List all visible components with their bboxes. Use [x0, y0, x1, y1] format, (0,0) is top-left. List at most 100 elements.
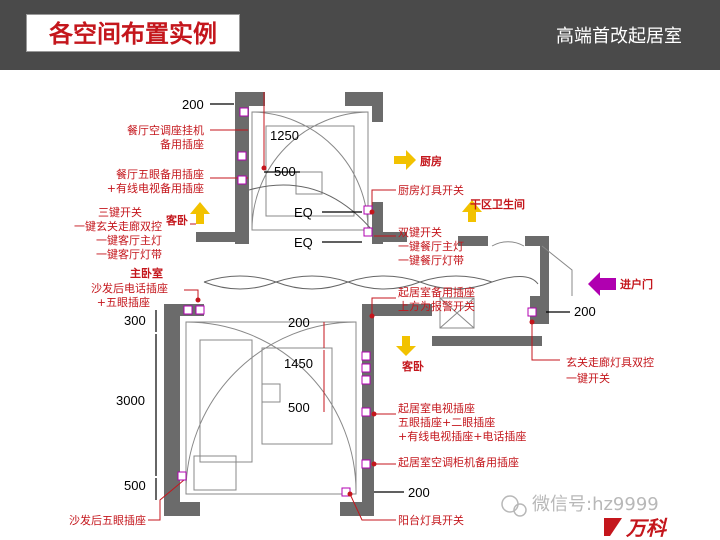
switch-double — [363, 227, 373, 237]
label-dining-ac-2: 备用插座 — [160, 137, 204, 151]
dim-3000: 3000 — [116, 393, 145, 408]
label-kitchen-switch: 厨房灯具开关 — [398, 183, 464, 197]
title-box: 各空间布置实例 — [26, 14, 240, 52]
outlet-dining-five-b — [237, 175, 247, 185]
dim-300: 300 — [124, 313, 146, 328]
wall-living-top-right — [362, 304, 432, 316]
label-double-3: 一键餐厅灯带 — [398, 253, 464, 267]
outlet-tv-b — [361, 363, 371, 373]
corridor-light-circuit-2 — [203, 281, 493, 290]
marker-dots — [195, 165, 535, 497]
wall-living-left — [164, 304, 180, 516]
dot-kitchen — [369, 209, 375, 215]
label-tv-1: 起居室电视插座 — [398, 401, 475, 415]
brand-logo: 万科 — [604, 516, 668, 540]
corridor-light-circuit — [203, 275, 539, 285]
label-sofa-phone-2: +五眼插座 — [97, 295, 150, 309]
label-triple-3: 一键客厅主灯 — [96, 233, 162, 247]
switch-foyer — [527, 307, 537, 317]
coffee-table — [261, 383, 281, 403]
room-master: 主卧室 — [130, 266, 163, 280]
dim-200-entry: 200 — [574, 304, 596, 319]
wall-bath-left — [458, 236, 488, 246]
wall-dining-right-top — [372, 92, 383, 122]
label-double-1: 双键开关 — [398, 225, 442, 239]
page-subtitle: 高端首改起居室 — [556, 26, 682, 47]
bath-door-arc — [491, 241, 525, 247]
armchair — [193, 455, 237, 491]
room-bedroom-bottom: 客卧 — [401, 359, 424, 373]
leader-balcony — [349, 493, 396, 521]
outlet-sofa-phone — [183, 305, 193, 315]
living-arc-2 — [185, 321, 357, 495]
dining-area — [251, 111, 369, 231]
dining-circuit — [248, 184, 373, 231]
bath-arrow-icon — [462, 200, 482, 222]
outlet-tv-c — [361, 375, 371, 385]
furniture — [185, 111, 573, 495]
wall-dining-right-bottom — [372, 202, 383, 244]
label-double-2: 一键餐厅主灯 — [398, 239, 464, 253]
wechat-icon — [501, 495, 519, 513]
dot-balcony — [347, 491, 353, 497]
label-dining-five-1: 餐厅五眼备用插座 — [116, 167, 204, 181]
dot-sofa-phone — [195, 297, 201, 303]
sofa — [199, 339, 253, 463]
outlet-living-ac — [361, 459, 371, 469]
dot-dining-light — [261, 165, 267, 171]
room-dry-bath: 干区卫生间 — [470, 197, 525, 211]
leader-living-backup — [371, 297, 396, 316]
floor-plan: 200 1250 500 EQ EQ 300 200 1450 500 3000… — [69, 92, 668, 540]
dot-tv — [371, 411, 377, 417]
leader-foyer — [531, 322, 560, 361]
label-triple-1: 三键开关 — [98, 205, 142, 219]
kitchen-arrow-icon — [394, 150, 416, 170]
wall-dining-bottom-left — [196, 232, 249, 242]
label-tv-3: +有线电视插座+电话插座 — [398, 429, 526, 443]
hall-cabinet-x2 — [439, 297, 475, 329]
outlet-tv-d — [361, 407, 371, 417]
dim-200-bottom: 200 — [408, 485, 430, 500]
dot-foyer — [529, 319, 535, 325]
label-dining-five-2: +有线电视备用插座 — [107, 181, 204, 195]
label-foyer-2: 一键开关 — [566, 371, 610, 385]
outlet-symbols — [177, 107, 537, 497]
dining-table — [265, 125, 355, 217]
wall-living-bottom-left — [164, 502, 200, 516]
label-living-backup-2: 上方为报警开关 — [398, 299, 475, 313]
room-bedroom-left: 客卧 — [165, 213, 188, 227]
label-triple-2: 一键玄关走廊双控 — [74, 219, 162, 233]
switch-triple — [195, 305, 205, 315]
dining-arc-2 — [251, 111, 369, 231]
entry-door — [541, 245, 573, 296]
wall-dining-bottom-right — [372, 232, 407, 242]
label-sofa-five: 沙发后五眼插座 — [69, 513, 146, 527]
page-title: 各空间布置实例 — [49, 20, 217, 48]
living-area — [185, 321, 357, 495]
dim-eq1: EQ — [294, 205, 313, 220]
label-dining-ac-1: 餐厅空调座挂机 — [127, 123, 204, 137]
outlet-dining-five-a — [237, 151, 247, 161]
room-kitchen: 厨房 — [420, 154, 442, 168]
dim-500-bottom: 500 — [124, 478, 146, 493]
light-circuits — [203, 184, 539, 290]
dim-1250: 1250 — [270, 128, 299, 143]
dining-centre — [295, 171, 323, 195]
leader-sofa-five — [148, 479, 185, 521]
entry-arrow-icon — [588, 272, 616, 296]
outlet-tv-a — [361, 351, 371, 361]
dimension-lines — [155, 103, 570, 500]
label-living-backup-1: 起居室备用插座 — [398, 285, 475, 299]
hall-cabinet — [439, 297, 475, 329]
bedroom-left-arrow-icon — [190, 202, 210, 224]
label-living-ac: 起居室空调柜机备用插座 — [398, 455, 519, 469]
brand-mark-icon — [604, 518, 622, 536]
room-entry: 进户门 — [620, 277, 653, 291]
dim-500-dining: 500 — [274, 164, 296, 179]
header-bar: 各空间布置实例 高端首改起居室 — [0, 0, 720, 70]
leader-sofa-phone — [184, 289, 199, 300]
watermark-text: 微信号:hz9999 — [532, 494, 659, 515]
label-foyer-1: 玄关走廊灯具双控 — [566, 355, 654, 369]
wall-dining-top-left — [235, 92, 265, 106]
bedroom-bottom-arrow-icon — [396, 336, 416, 356]
